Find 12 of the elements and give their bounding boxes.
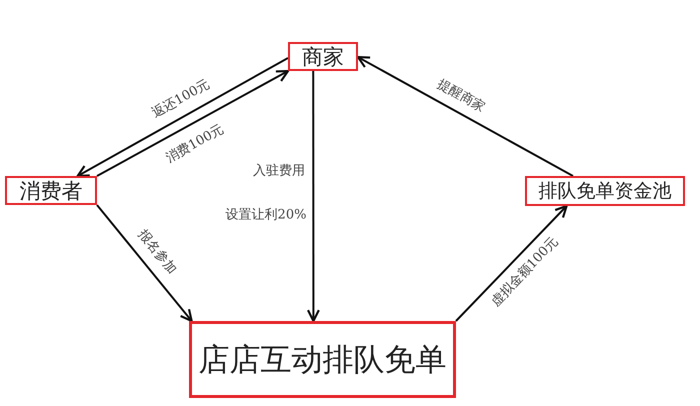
- entity-box: 商家: [288, 42, 358, 71]
- entity-box: 排队免单资金池: [525, 176, 685, 206]
- arrow: [306, 71, 320, 322]
- main-box: 店店互动排队免单: [189, 321, 456, 398]
- arrow: [76, 57, 288, 178]
- edge-label: 入驻费用: [252, 164, 306, 178]
- entity-box: 消费者: [5, 176, 97, 205]
- arrow: [356, 56, 574, 177]
- note-text: 设置让利20%: [224, 208, 308, 222]
- arrow: [96, 204, 193, 322]
- arrow: [96, 70, 290, 177]
- arrow: [455, 204, 568, 322]
